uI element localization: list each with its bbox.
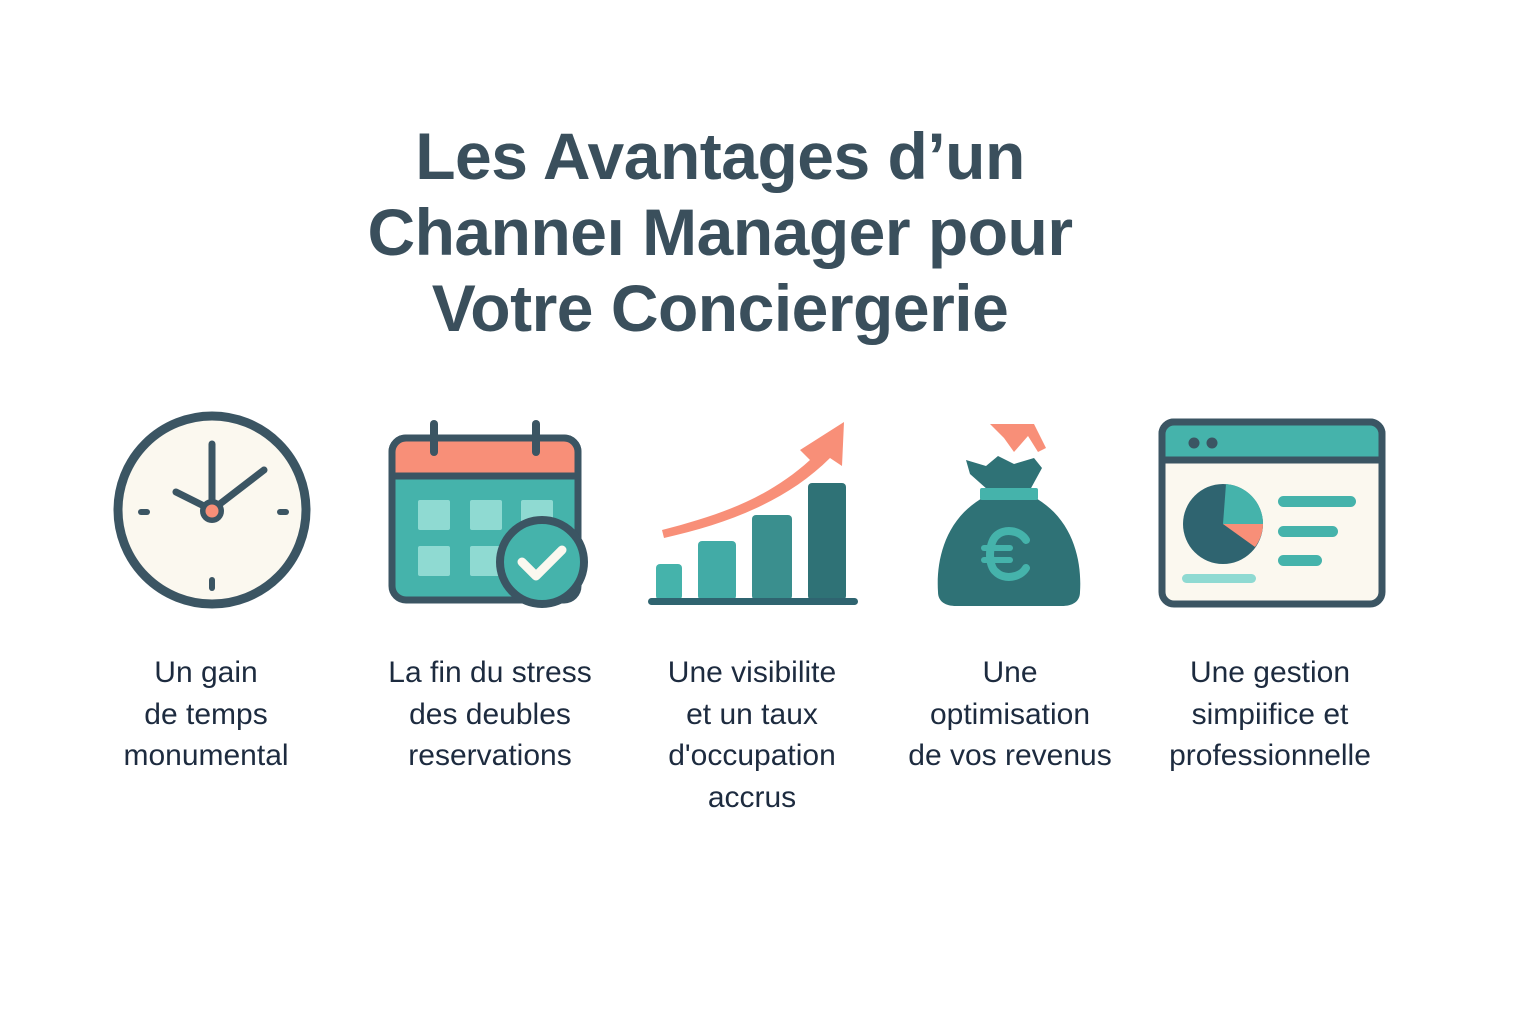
feature-caption: Une optimisation de vos revenus	[908, 656, 1112, 772]
feature-caption: Une gestion simpiifice et professionnell…	[1169, 656, 1371, 772]
feature-caption: Une visibilite et un taux d'occupation a…	[667, 656, 837, 814]
clock-icon	[110, 408, 314, 612]
title-line-3: Votre Conciergerie	[431, 271, 1009, 345]
page-title: Les Avantages d’un Channeı Manager pour …	[300, 118, 1140, 346]
feature-caption: La fin du stress des deubles reservation…	[388, 656, 592, 772]
calendar-check-icon	[386, 416, 592, 610]
growth-chart-icon	[646, 420, 860, 610]
dashboard-window-icon	[1156, 416, 1388, 610]
title-line-1: Les Avantages d’un	[415, 119, 1025, 193]
title-line-2: Channeı Manager pour	[367, 195, 1073, 269]
feature-caption: Un gain de temps monumental	[123, 656, 289, 772]
euro-money-bag-icon	[934, 422, 1084, 612]
